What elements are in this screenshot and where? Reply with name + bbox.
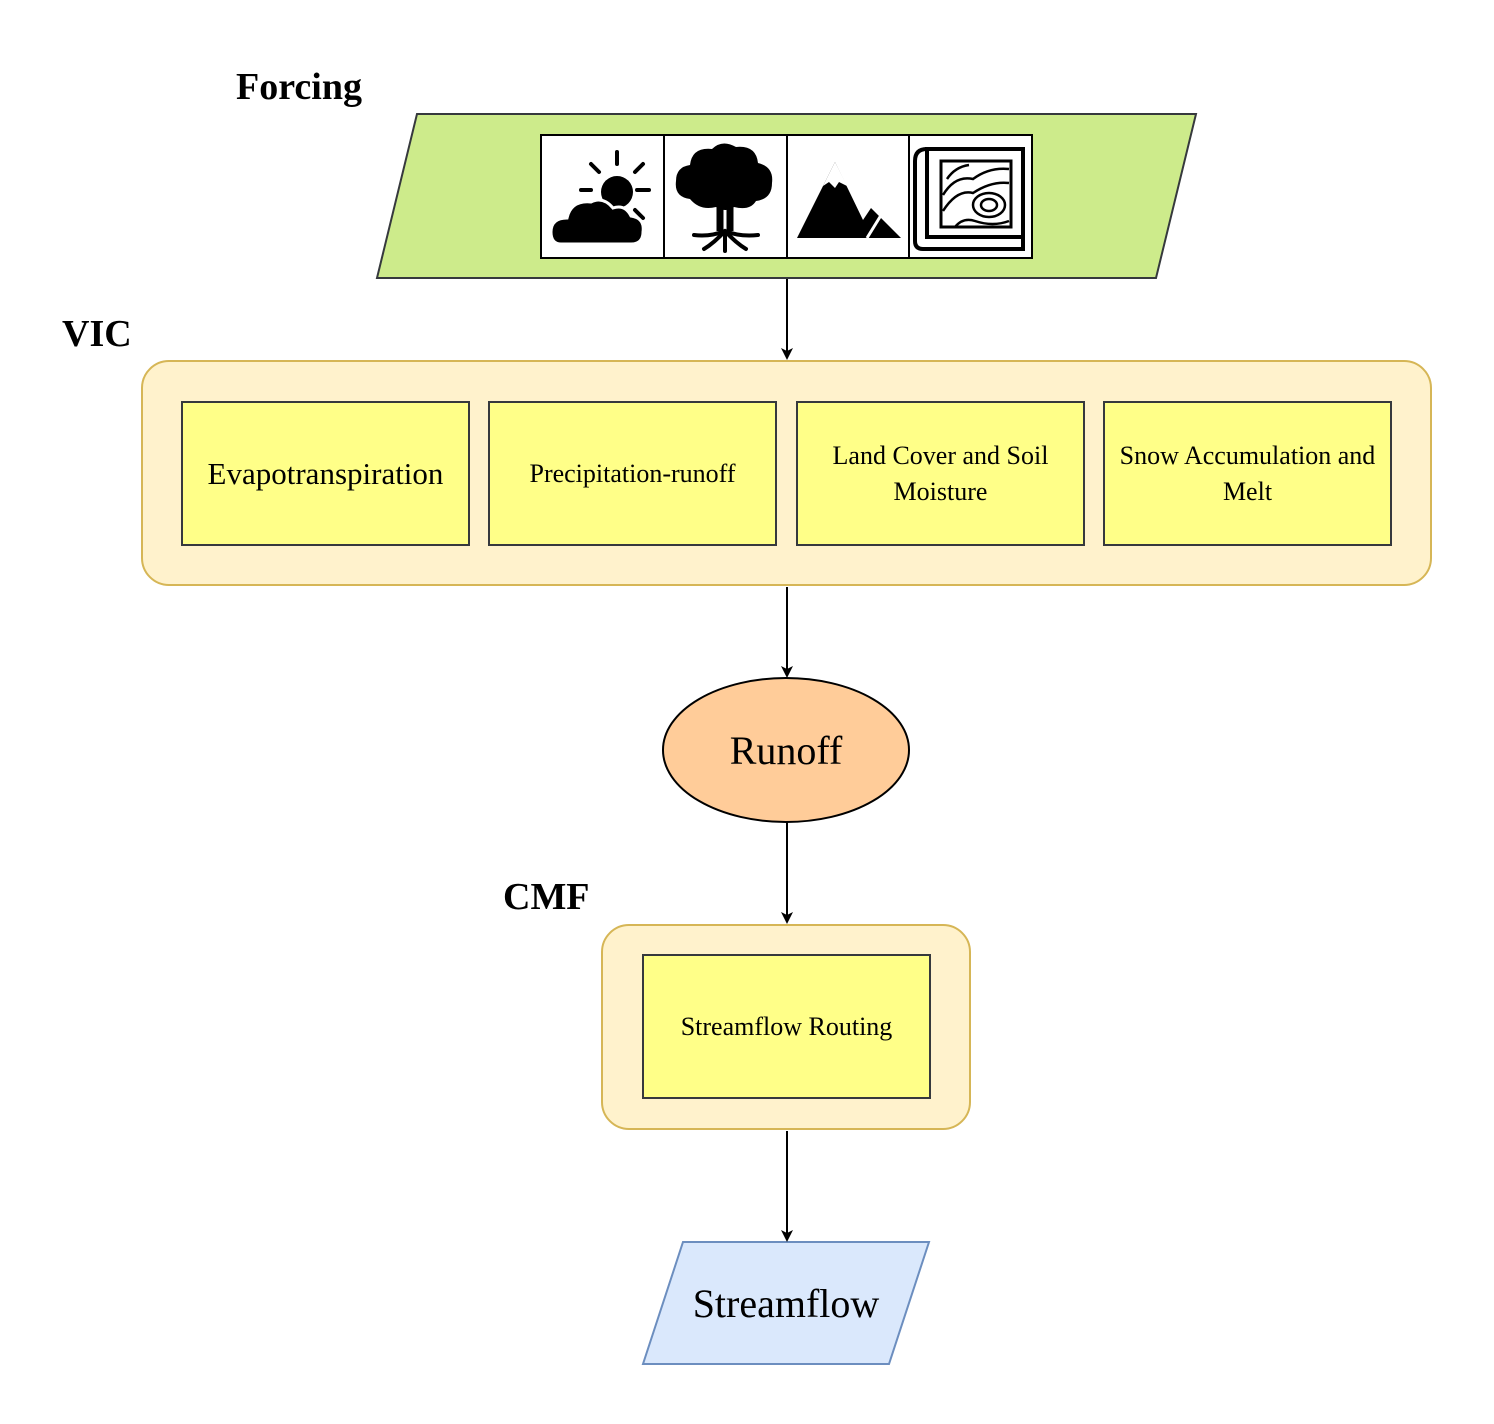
process-evapotranspiration: Evapotranspiration: [181, 401, 470, 546]
streamflow-label: Streamflow: [692, 1280, 880, 1326]
mountain-icon: [788, 136, 911, 257]
tree-icon: [665, 136, 788, 257]
vic-label: VIC: [62, 313, 132, 355]
process-streamflow-routing: Streamflow Routing: [642, 954, 931, 1099]
cmf-label: CMF: [503, 876, 590, 918]
forcing-label: Forcing: [236, 66, 362, 108]
forcing-icon-strip: [540, 134, 1033, 259]
streamflow-parallelogram: [641, 1241, 931, 1365]
runoff-label: Runoff: [729, 727, 843, 773]
weather-icon: [542, 136, 665, 257]
process-land-cover-soil-moisture: Land Cover and Soil Moisture: [796, 401, 1085, 546]
topographic-map-icon: [910, 136, 1031, 257]
process-snow-accumulation-melt: Snow Accumulation and Melt: [1103, 401, 1392, 546]
process-precipitation-runoff: Precipitation-runoff: [488, 401, 777, 546]
